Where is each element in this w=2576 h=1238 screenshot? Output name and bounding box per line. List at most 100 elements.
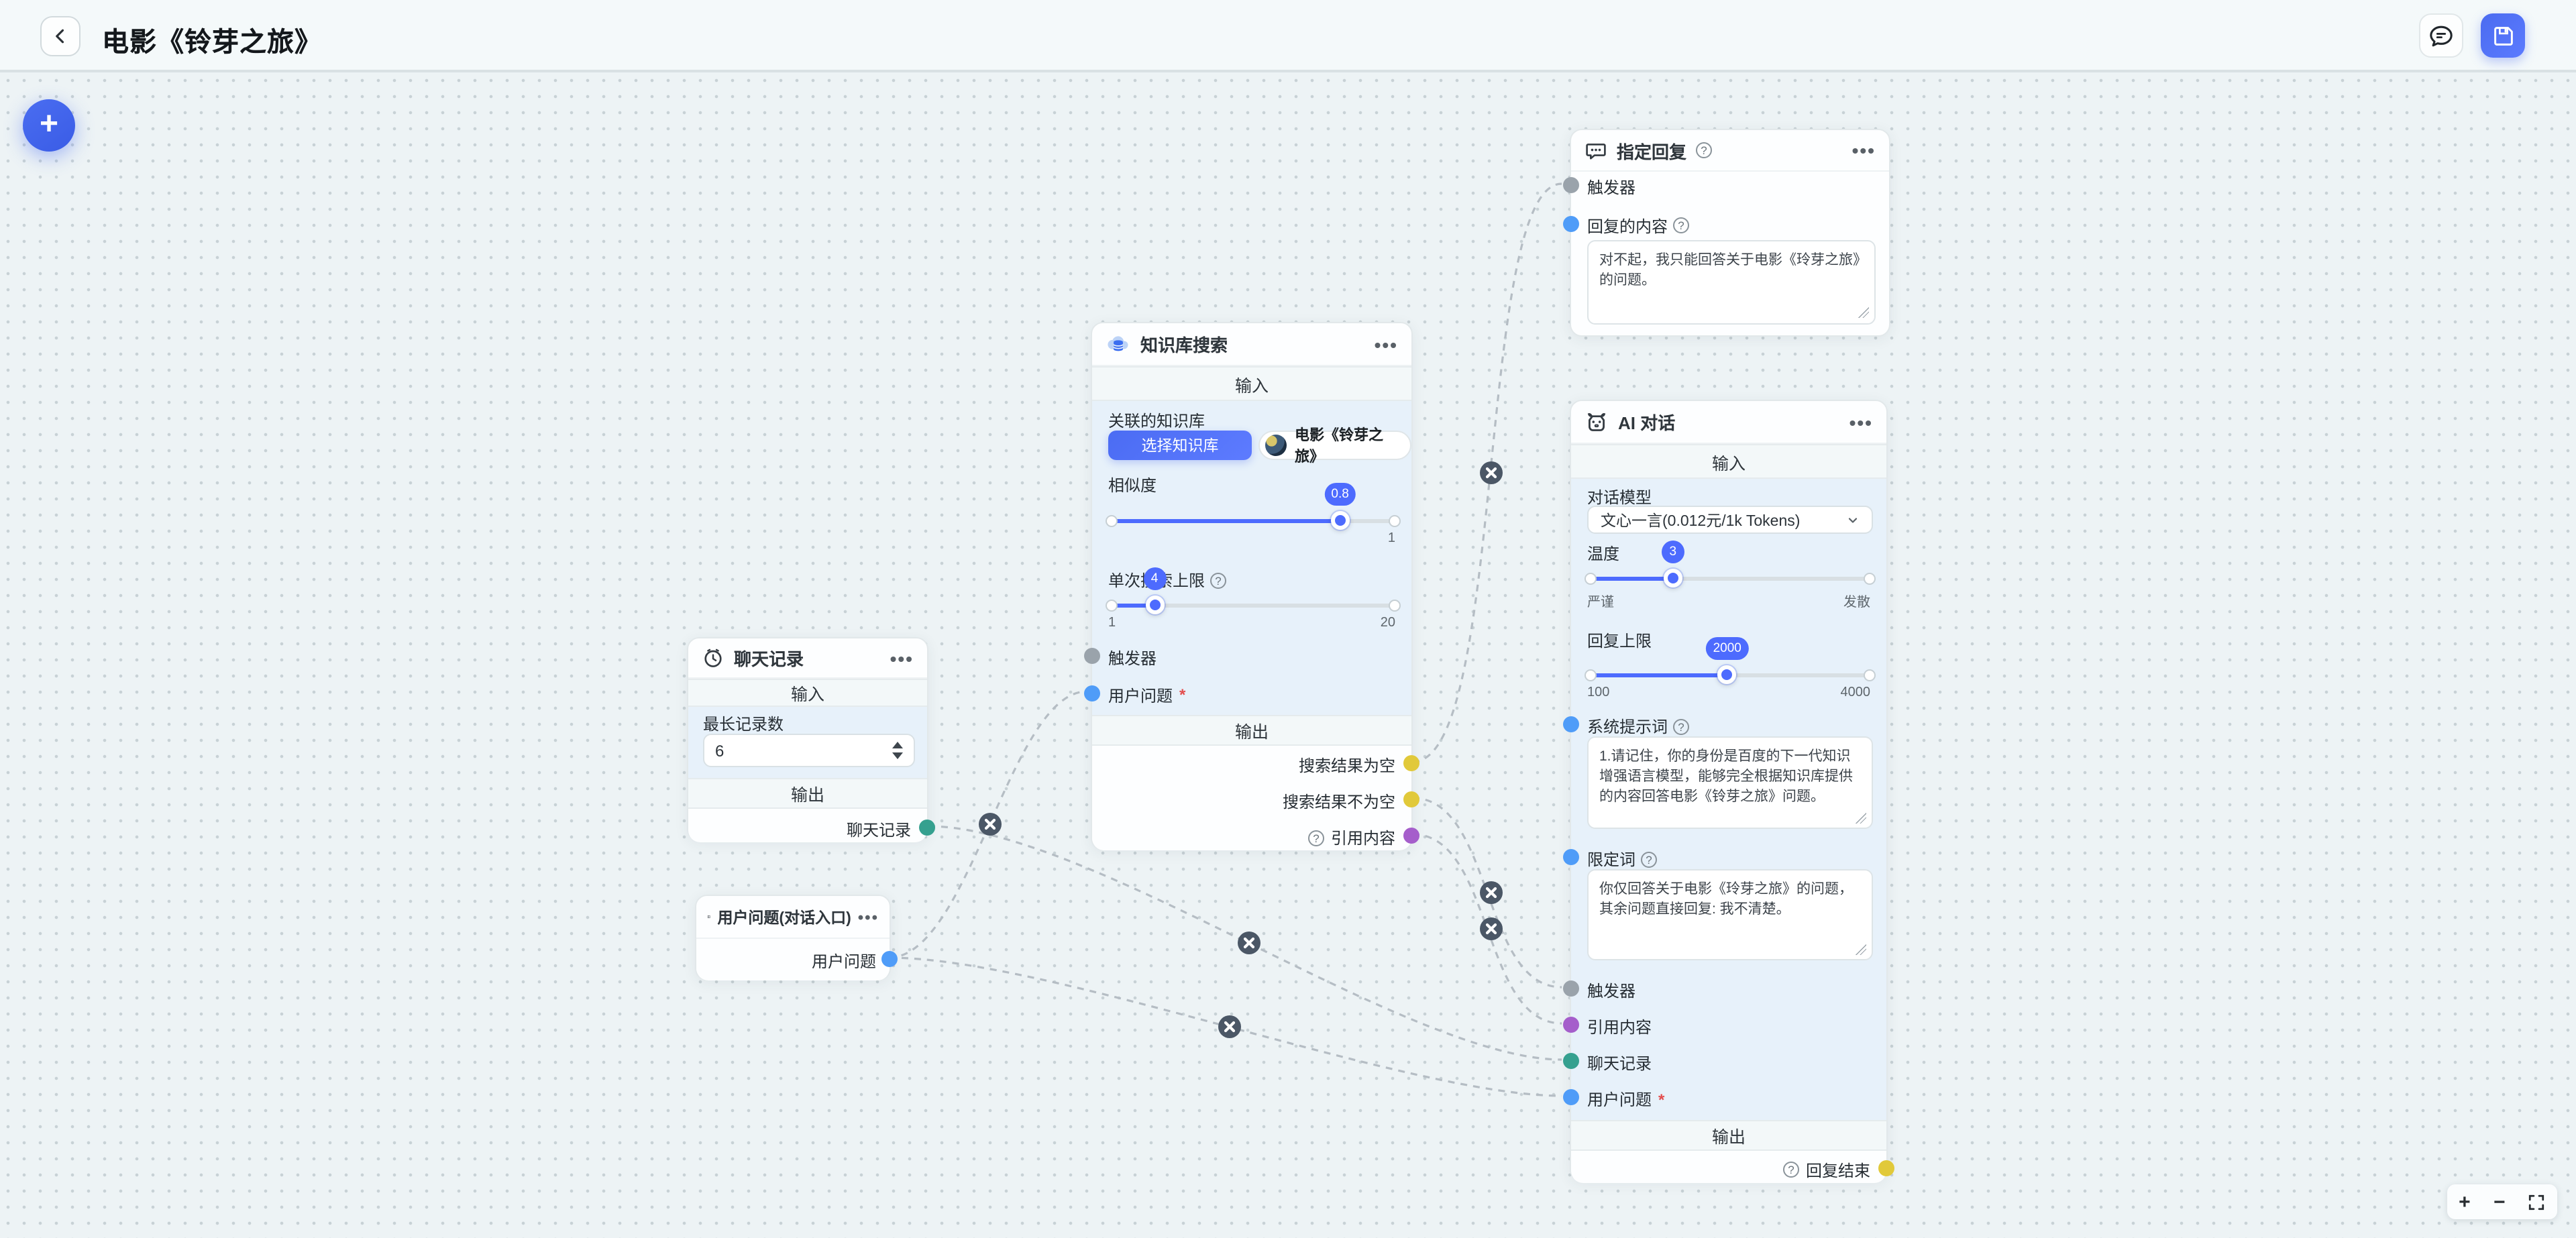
node-fixed-reply[interactable]: 指定回复 ? ••• 触发器 回复的内容? 对不起，我只能回答关于电影《玲芽之旅… [1563,129,1890,337]
limit-max-tick: 20 [1380,616,1395,630]
edge-delete-icon[interactable] [1480,881,1503,904]
search-limit-slider[interactable]: 4 [1106,567,1401,616]
slider-value-badge: 3 [1661,541,1684,563]
page-title: 电影《铃芽之旅》 [102,28,322,58]
reply-limit-slider[interactable]: 2000 [1585,637,1876,685]
edge-userquery-to-kbsearch[interactable] [888,690,1087,959]
port-out-reply-end[interactable] [1878,1160,1894,1176]
help-icon[interactable]: ? [1641,851,1658,867]
port-label-trigger: 触发器 [1108,649,1157,667]
port-in-chat-history[interactable] [1563,1053,1579,1069]
node-title: 指定回复 [1617,142,1687,162]
comment-button[interactable] [2419,13,2463,58]
port-label-reference: ?引用内容 [1307,826,1395,849]
node-header[interactable]: 指定回复 ? ••• [1571,130,1889,172]
qualifier-textarea[interactable]: 你仅回答关于电影《玲芽之旅》的问题，其余问题直接回复: 我不清楚。 [1587,869,1873,960]
node-menu-button[interactable]: ••• [857,907,879,926]
port-label-user-query: 用户问题* [1108,685,1186,705]
input-section-header: 输入 [1092,366,1411,401]
help-icon[interactable]: ? [1210,572,1227,588]
edge-delete-icon[interactable] [1480,461,1503,484]
slider-handle[interactable]: 4 [1143,567,1167,614]
fit-view-button[interactable] [2528,1193,2546,1211]
port-in-trigger[interactable] [1563,980,1579,997]
node-menu-button[interactable]: ••• [890,647,914,669]
port-in-system-prompt[interactable] [1563,716,1579,732]
node-menu-button[interactable]: ••• [1374,333,1398,355]
node-menu-button[interactable]: ••• [1849,411,1873,433]
port-in-user-query[interactable] [1563,1089,1579,1105]
port-out-chat-history[interactable] [919,820,935,836]
slider-handle[interactable]: 0.8 [1324,483,1356,530]
slider-handle[interactable]: 3 [1661,541,1684,587]
canvas-zoom-controls: + − [2447,1184,2557,1219]
text-input-icon [707,915,710,918]
temperature-slider[interactable]: 3 [1585,541,1876,589]
system-prompt-textarea[interactable]: 1.请记住，你的身份是百度的下一代知识增强语言模型，能够完全根据知识库提供的内容… [1587,736,1873,829]
input-section-header: 输入 [1571,444,1886,479]
stepper-down-icon[interactable] [892,752,903,759]
node-kb-search[interactable]: 知识库搜索 ••• 输入 关联的知识库 选择知识库 电影《铃芽之旅》 相似度 0… [1084,322,1419,850]
port-label-chat-history-out: 聊天记录 [846,821,911,840]
model-select-value: 文心一言(0.012元/1k Tokens) [1601,513,1801,529]
model-select[interactable]: 文心一言(0.012元/1k Tokens) [1587,506,1873,534]
help-icon[interactable]: ? [1673,217,1690,233]
reply-limit-label: 回复上限 [1587,632,1652,651]
node-header[interactable]: 聊天记录 ••• [688,638,927,679]
port-in-trigger[interactable] [1563,177,1579,193]
similarity-max-tick: 1 [1387,531,1395,546]
robot-icon [1587,412,1606,431]
edge-delete-icon[interactable] [1238,932,1260,954]
help-icon[interactable]: ? [1673,718,1690,734]
resize-handle-icon[interactable] [1856,944,1868,956]
temp-left-tick: 严谨 [1587,596,1614,610]
port-out-reference[interactable] [1403,828,1419,844]
node-menu-button[interactable]: ••• [1851,139,1876,161]
stepper-up-icon[interactable] [892,742,903,748]
slider-value-badge: 0.8 [1324,483,1356,506]
node-header[interactable]: 知识库搜索 ••• [1092,323,1411,366]
add-node-button[interactable]: + [23,99,75,152]
edge-delete-icon[interactable] [1480,917,1503,940]
port-in-reference[interactable] [1563,1017,1579,1033]
port-label-trigger: 触发器 [1587,178,1636,197]
edge-delete-icon[interactable] [1218,1015,1241,1038]
resize-handle-icon[interactable] [1858,307,1870,319]
node-chat-history[interactable]: 聊天记录 ••• 输入 最长记录数 6 输出 聊天记录 [687,637,935,842]
port-out-result-empty[interactable] [1403,755,1419,771]
resize-handle-icon[interactable] [1856,813,1868,825]
slider-handle[interactable]: 2000 [1706,637,1748,684]
node-header[interactable]: AI 对话 ••• [1571,401,1886,444]
port-out-user-query[interactable] [881,951,898,967]
output-area [696,939,890,980]
save-button[interactable] [2481,13,2525,58]
node-title: AI 对话 [1618,413,1676,433]
port-in-trigger[interactable] [1084,647,1100,663]
node-header[interactable]: 用户问题(对话入口) ••• [696,896,890,939]
similarity-slider[interactable]: 0.8 [1106,483,1401,531]
edge-delete-icon[interactable] [979,813,1002,836]
max-records-input[interactable]: 6 [703,734,915,767]
plus-icon: + [39,105,58,142]
node-user-query-entry[interactable]: 用户问题(对话入口) ••• 用户问题 [695,895,898,980]
edge-history-to-aichat[interactable] [928,825,1562,1061]
zoom-out-button[interactable]: − [2493,1190,2506,1213]
back-button[interactable] [40,16,80,56]
node-ai-chat[interactable]: AI 对话 ••• 输入 对话模型 文心一言(0.012元/1k Tokens)… [1563,400,1894,1182]
help-icon[interactable]: ? [1782,1162,1799,1178]
output-area [1092,746,1411,850]
port-in-user-query[interactable] [1084,685,1100,701]
kb-chip[interactable]: 电影《铃芽之旅》 [1258,428,1411,465]
output-section-header: 输出 [1092,715,1411,746]
zoom-in-button[interactable]: + [2459,1190,2471,1213]
port-in-content[interactable] [1563,215,1579,231]
select-kb-button[interactable]: 选择知识库 [1108,431,1252,460]
port-in-qualifier[interactable] [1563,849,1579,865]
help-icon[interactable]: ? [1307,830,1324,846]
slider-value-badge: 2000 [1706,637,1748,660]
help-icon[interactable]: ? [1696,142,1713,158]
port-out-result-not-empty[interactable] [1403,791,1419,807]
reply-content-textarea[interactable]: 对不起，我只能回答关于电影《玲芽之旅》的问题。 [1587,239,1876,324]
